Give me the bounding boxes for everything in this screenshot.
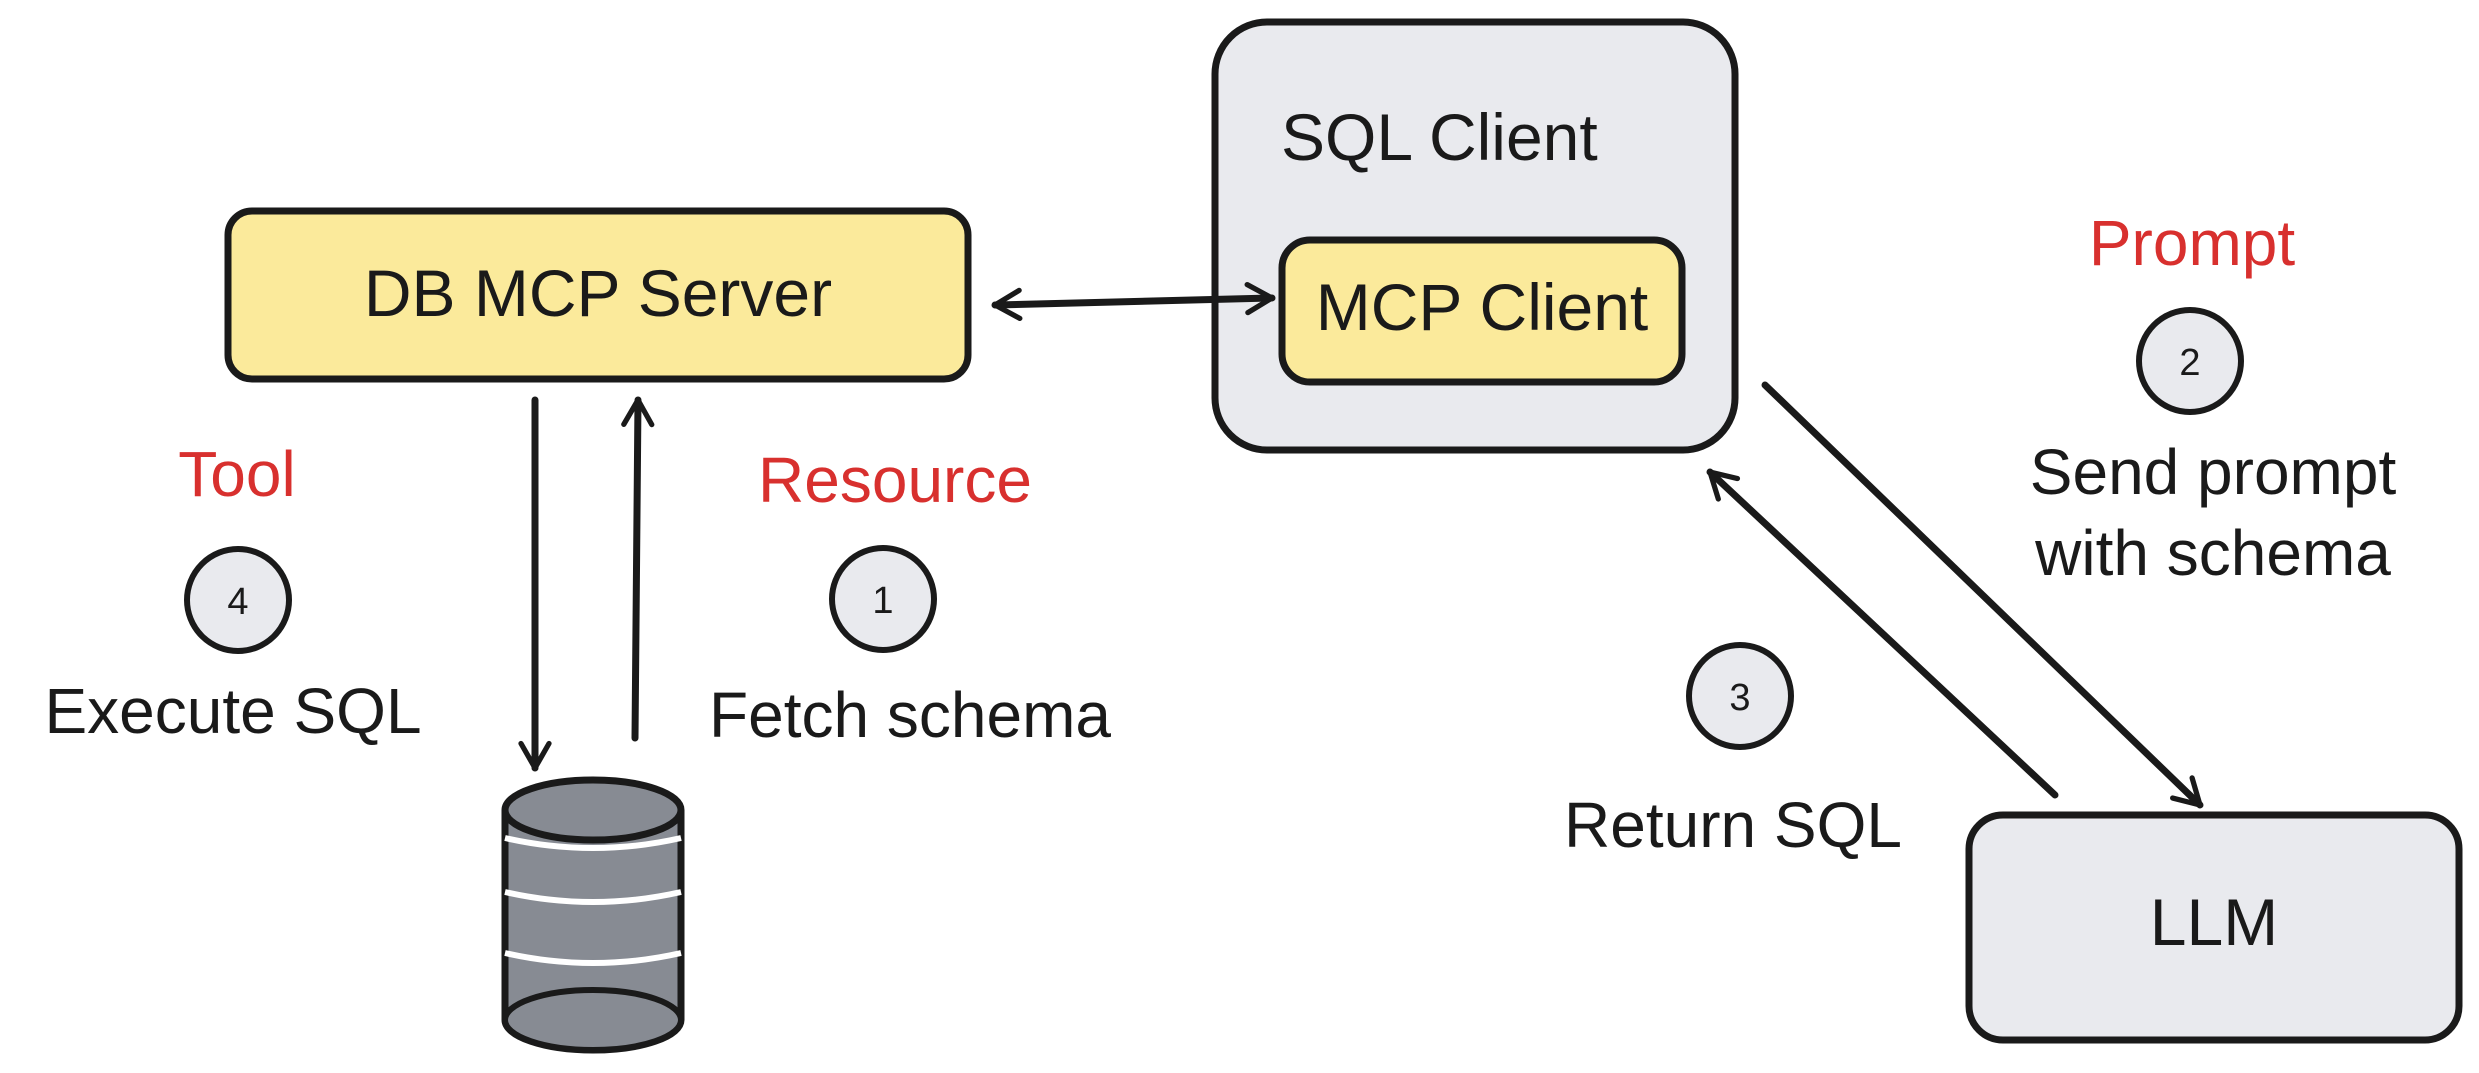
step-2-number: 2 [2179, 342, 2200, 384]
return-sql-label: Return SQL [1564, 789, 1902, 861]
db-mcp-server-label: DB MCP Server [364, 256, 832, 330]
step-1-number: 1 [872, 580, 893, 622]
send-prompt-arrow [1761, 381, 2204, 809]
mcp-client-box: MCP Client [1278, 236, 1686, 386]
step-3-badge: 3 [1686, 642, 1794, 750]
llm-label: LLM [2150, 885, 2278, 959]
db-mcp-server-box: DB MCP Server [224, 207, 972, 383]
step-2-badge: 2 [2136, 307, 2244, 415]
prompt-category-label: Prompt [2089, 207, 2296, 279]
sql-client-label: SQL Client [1281, 100, 1598, 174]
step-3-number: 3 [1729, 677, 1750, 719]
return-sql-arrow [1706, 468, 2059, 799]
llm-box: LLM [1965, 811, 2463, 1044]
fetch-schema-arrow [621, 396, 655, 742]
with-schema-label: with schema [2034, 517, 2391, 589]
fetch-schema-label: Fetch schema [709, 679, 1111, 751]
server-client-arrow [991, 281, 1276, 322]
step-4-badge: 4 [184, 546, 292, 654]
database-icon [501, 776, 685, 1054]
execute-sql-label: Execute SQL [44, 675, 421, 747]
tool-category-label: Tool [178, 438, 295, 510]
step-1-badge: 1 [829, 545, 937, 653]
resource-category-label: Resource [758, 444, 1032, 516]
step-4-number: 4 [227, 581, 248, 623]
send-prompt-label: Send prompt [2030, 436, 2397, 508]
mcp-client-label: MCP Client [1316, 270, 1649, 344]
sql-client-box: SQL Client [1211, 18, 1739, 454]
